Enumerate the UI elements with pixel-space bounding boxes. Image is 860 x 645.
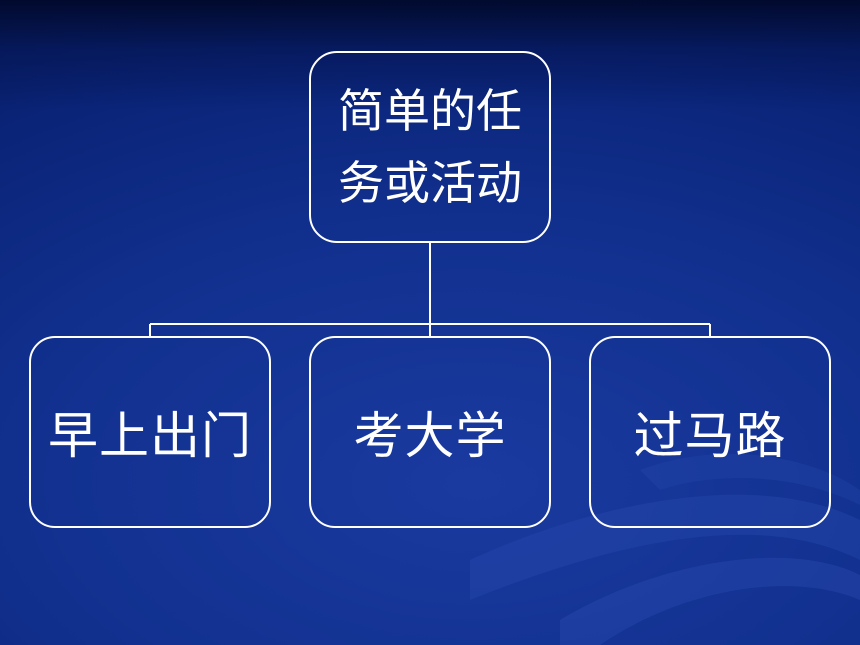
child-node-2: 考大学 <box>309 336 551 528</box>
child-node-3: 过马路 <box>589 336 831 528</box>
child-node-label: 早上出门 <box>48 407 252 465</box>
child-node-1: 早上出门 <box>29 336 271 528</box>
child-node-label: 过马路 <box>633 407 787 465</box>
root-node-label: 简单的任务或活动 <box>338 84 522 210</box>
child-node-label: 考大学 <box>353 407 507 465</box>
root-node: 简单的任务或活动 <box>309 51 551 243</box>
